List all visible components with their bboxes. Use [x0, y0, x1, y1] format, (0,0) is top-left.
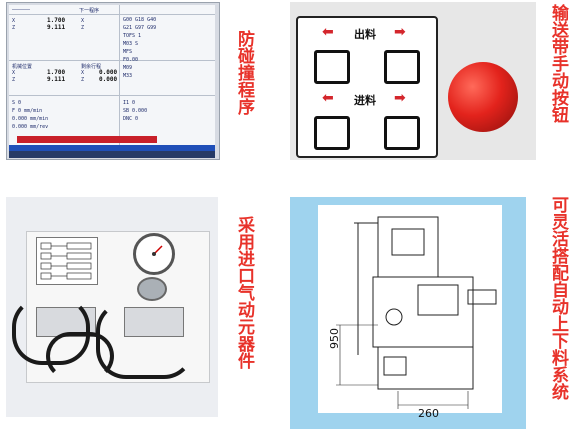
machine-drawing: 950 260 — [290, 197, 526, 429]
conveyor-button-photo: ⬅ 出料 ➡ ⬅ 进料 ➡ — [290, 2, 536, 160]
arrow-left-icon: ⬅ — [322, 24, 334, 40]
cnc-value-4: 9.111 — [47, 76, 66, 83]
arrow-right-icon: ➡ — [394, 24, 406, 40]
width-dimension: 260 — [418, 407, 439, 420]
in-left-button[interactable] — [314, 116, 350, 150]
pneumatic-photo — [6, 197, 218, 417]
out-right-button[interactable] — [384, 50, 420, 84]
cnc-screen-photo: —————— 下一程序 X Z 1.700 9.111 X Z 机械位置 剩余行… — [6, 2, 220, 160]
label-collision: 防碰撞程序 — [234, 30, 254, 115]
softkey-bar — [9, 145, 215, 151]
cnc-value-1: 1.700 — [47, 17, 66, 24]
function-keys — [9, 151, 215, 158]
air-filter-icon — [137, 277, 167, 301]
cnc-display: —————— 下一程序 X Z 1.700 9.111 X Z 机械位置 剩余行… — [9, 5, 215, 145]
label-loading-system: 可灵活搭配自动上下料系统 — [548, 196, 568, 400]
schematic-card — [36, 237, 98, 285]
alarm-strip — [17, 136, 157, 143]
label-pneumatic: 采用进口气动元器件 — [234, 216, 254, 369]
out-left-button[interactable] — [314, 50, 350, 84]
arrow-right-icon: ➡ — [394, 90, 406, 106]
in-right-button[interactable] — [384, 116, 420, 150]
out-label: 出料 — [354, 28, 376, 41]
in-label: 进料 — [354, 94, 376, 107]
cnc-unit-2: 0.000 — [99, 76, 118, 83]
red-stop-button[interactable] — [448, 62, 518, 132]
height-dimension: 950 — [328, 328, 341, 349]
cnc-value-2: 9.111 — [47, 24, 66, 31]
cnc-value-3: 1.700 — [47, 69, 66, 76]
button-plate: ⬅ 出料 ➡ ⬅ 进料 ➡ — [296, 16, 438, 158]
air-hose — [46, 332, 114, 380]
arrow-left-icon: ⬅ — [322, 90, 334, 106]
drawing-sheet — [318, 205, 502, 413]
label-manual-buttons: 输送带手动按钮 — [548, 4, 568, 123]
cnc-unit-1: 0.000 — [99, 69, 118, 76]
pressure-gauge-icon — [133, 233, 175, 275]
